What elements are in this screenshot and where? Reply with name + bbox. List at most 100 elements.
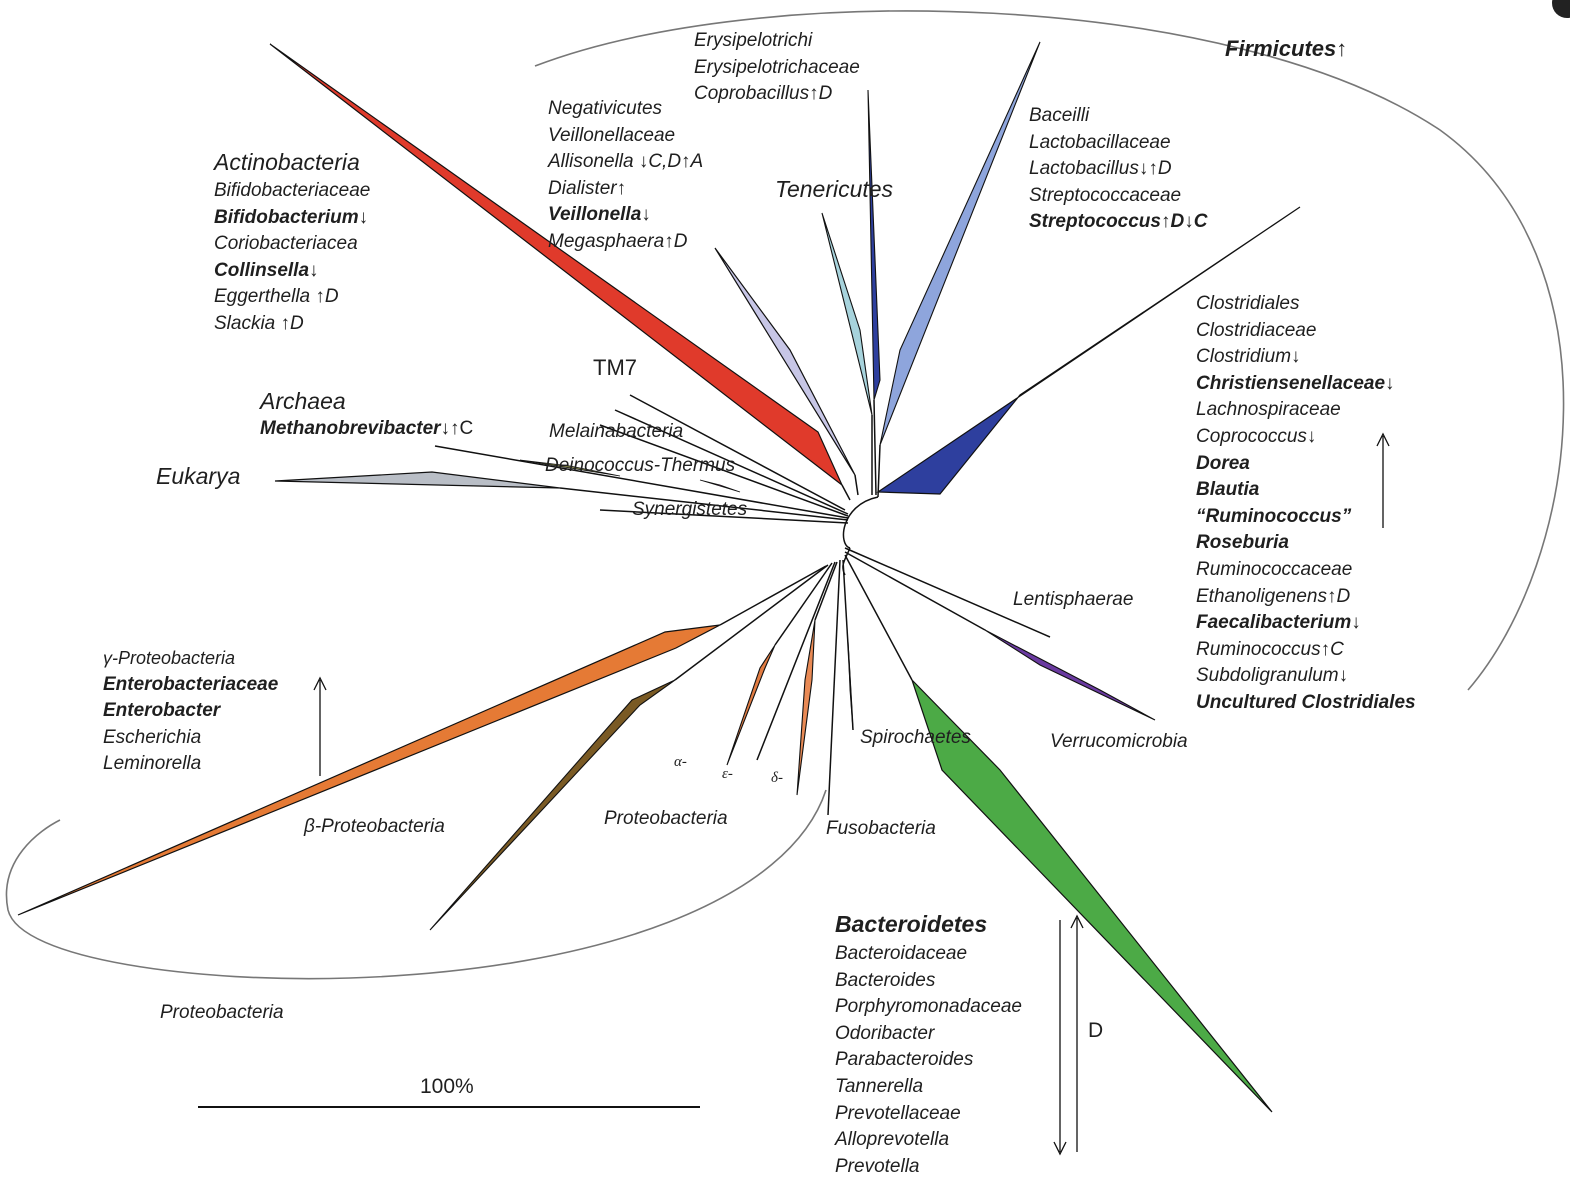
enterobacter-arrowhead bbox=[313, 676, 327, 691]
negativicutes-branch bbox=[854, 474, 859, 496]
bacteroidetes-down-arrowhead bbox=[1053, 1141, 1067, 1156]
taxon: Lachnospiraceae bbox=[1196, 399, 1341, 421]
taxon: Streptococcaceae bbox=[1029, 184, 1182, 206]
bacteroidetes-wedge bbox=[911, 679, 1273, 1113]
delta-branch bbox=[814, 561, 838, 621]
taxon: Ruminococcaceae bbox=[1196, 558, 1353, 580]
tenericutes-label: Tenericutes bbox=[775, 176, 894, 202]
taxon: Ethanoligenens↑D bbox=[1196, 585, 1351, 607]
deinococcus-thermus-label: Deinococcus-Thermus bbox=[545, 455, 736, 476]
taxon: Streptococcus↑D↓C bbox=[1029, 211, 1208, 233]
archaea-wedge bbox=[519, 459, 621, 477]
verrucomicrobia-branch bbox=[844, 551, 986, 631]
clostridiales-taxa: Clostridiales Clostridiaceae Clostridium… bbox=[1196, 291, 1416, 717]
negativicutes-taxa: Negativicutes Veillonellaceae Allisonell… bbox=[548, 96, 703, 256]
proteobacteria-outer-label: Proteobacteria bbox=[160, 1002, 284, 1023]
beta-wedge bbox=[429, 679, 676, 931]
corner-mark bbox=[1552, 0, 1570, 18]
archaea-branch bbox=[434, 445, 849, 519]
taxon: Coprococcus↓ bbox=[1196, 425, 1317, 447]
spirochaetes-wedge bbox=[847, 639, 854, 731]
melainabacteria-label: Melainabacteria bbox=[549, 421, 684, 442]
proteobacteria-inner-label: Proteobacteria bbox=[604, 808, 728, 829]
taxon: Uncultured Clostridiales bbox=[1196, 691, 1416, 713]
taxon: Megasphaera↑D bbox=[548, 230, 688, 252]
taxon: Veillonellaceae bbox=[548, 124, 676, 146]
taxon: Clostridium↓ bbox=[1196, 346, 1301, 368]
taxon: Odoribacter bbox=[835, 1022, 935, 1044]
taxon: Bacteroides bbox=[835, 969, 936, 991]
fusobacteria-label: Fusobacteria bbox=[826, 818, 936, 839]
taxon: Porphyromonadaceae bbox=[835, 996, 1022, 1018]
bacilli-taxa: Baceilli Lactobacillaceae Lactobacillus↓… bbox=[1029, 103, 1207, 236]
gamma-wedge bbox=[17, 624, 721, 916]
taxon: Dorea bbox=[1196, 452, 1250, 474]
tm7-branch bbox=[629, 394, 846, 511]
melainabacteria-branch bbox=[614, 409, 849, 515]
alpha-wedge bbox=[726, 644, 776, 766]
taxon: γ-Proteobacteria bbox=[103, 648, 236, 668]
taxon: Enterobacteriaceae bbox=[103, 673, 279, 695]
taxon: Alloprevotella bbox=[835, 1129, 950, 1151]
actinobacteria-branch bbox=[841, 484, 851, 501]
taxon: Clostridiaceae bbox=[1196, 319, 1317, 341]
beta-branch-base bbox=[674, 564, 829, 681]
taxon: Faecalibacterium↓ bbox=[1196, 612, 1361, 634]
tm7-label: TM7 bbox=[593, 355, 637, 380]
taxon: Tannerella bbox=[835, 1075, 924, 1097]
taxon: Eggerthella ↑D bbox=[214, 286, 339, 308]
synergistetes-label: Synergistetes bbox=[632, 499, 748, 520]
bacteroidetes-d-label: D bbox=[1088, 1019, 1104, 1042]
firmicutes-bracket bbox=[534, 10, 1565, 691]
taxon: Enterobacter bbox=[103, 700, 221, 722]
delta-label: δ- bbox=[771, 770, 783, 786]
bacteroidetes-up-arrowhead bbox=[1070, 914, 1084, 929]
erysipelotrichi-taxa: Erysipelotrichi Erysipelotrichaceae Copr… bbox=[694, 28, 860, 108]
bacteroidetes-title: Bacteroidetes bbox=[835, 911, 988, 937]
taxon: Prevotellaceae bbox=[835, 1102, 961, 1124]
taxon: Blautia bbox=[1196, 479, 1260, 501]
methanobrevibacter-label: Methanobrevibacter↓↑C bbox=[260, 419, 473, 438]
taxon: Roseburia bbox=[1196, 532, 1289, 554]
verrucomicrobia-wedge bbox=[984, 629, 1156, 721]
tree-hub bbox=[842, 496, 879, 576]
taxon: Coprobacillus↑D bbox=[694, 83, 833, 105]
alpha-label: α- bbox=[674, 754, 687, 770]
eukarya-wedge bbox=[274, 471, 561, 489]
bacteroidetes-branch bbox=[844, 554, 913, 681]
taxon: Baceilli bbox=[1029, 105, 1090, 126]
gamma-branch-base bbox=[719, 565, 827, 626]
bacilli-branch bbox=[877, 444, 881, 498]
tenericutes-wedge bbox=[821, 212, 873, 416]
taxon: Prevotella bbox=[835, 1155, 920, 1177]
delta-wedge bbox=[796, 619, 816, 796]
archaea-label: Archaea bbox=[260, 388, 346, 414]
clostridiales-arrowhead bbox=[1376, 432, 1390, 447]
eukarya-branch bbox=[559, 487, 849, 521]
proteobacteria-bracket bbox=[5, 789, 827, 980]
eukarya-label: Eukarya bbox=[156, 463, 241, 489]
taxon: “Ruminococcus” bbox=[1196, 505, 1352, 527]
taxon: Bacteroidaceae bbox=[835, 943, 968, 964]
deinococcus-branch bbox=[599, 424, 849, 517]
spirochaetes-label: Spirochaetes bbox=[860, 727, 971, 748]
synergistetes-branch bbox=[599, 509, 849, 524]
erysipelotrichi-wedge bbox=[867, 89, 881, 401]
taxon: Erysipelotrichaceae bbox=[694, 56, 860, 78]
scale-label: 100% bbox=[420, 1075, 474, 1098]
taxon: Negativicutes bbox=[548, 98, 663, 119]
negativicutes-wedge bbox=[714, 247, 856, 476]
methanobrevibacter-name: Methanobrevibacter bbox=[260, 418, 441, 439]
bacilli-wedge bbox=[879, 41, 1041, 446]
actinobacteria-title: Actinobacteria bbox=[214, 149, 360, 175]
taxon: Escherichia bbox=[103, 726, 202, 748]
firmicutes-label: Firmicutes↑ bbox=[1225, 36, 1348, 61]
actinobacteria-wedge bbox=[269, 43, 843, 486]
deinococcus-wedge bbox=[699, 479, 741, 493]
alpha-branch bbox=[774, 562, 833, 646]
beta-proteobacteria-label: β-Proteobacteria bbox=[304, 816, 445, 837]
taxon: Allisonella ↓C,D↑A bbox=[548, 151, 704, 173]
verrucomicrobia-label: Verrucomicrobia bbox=[1050, 731, 1188, 752]
taxon: Subdoligranulum↓ bbox=[1196, 665, 1349, 687]
